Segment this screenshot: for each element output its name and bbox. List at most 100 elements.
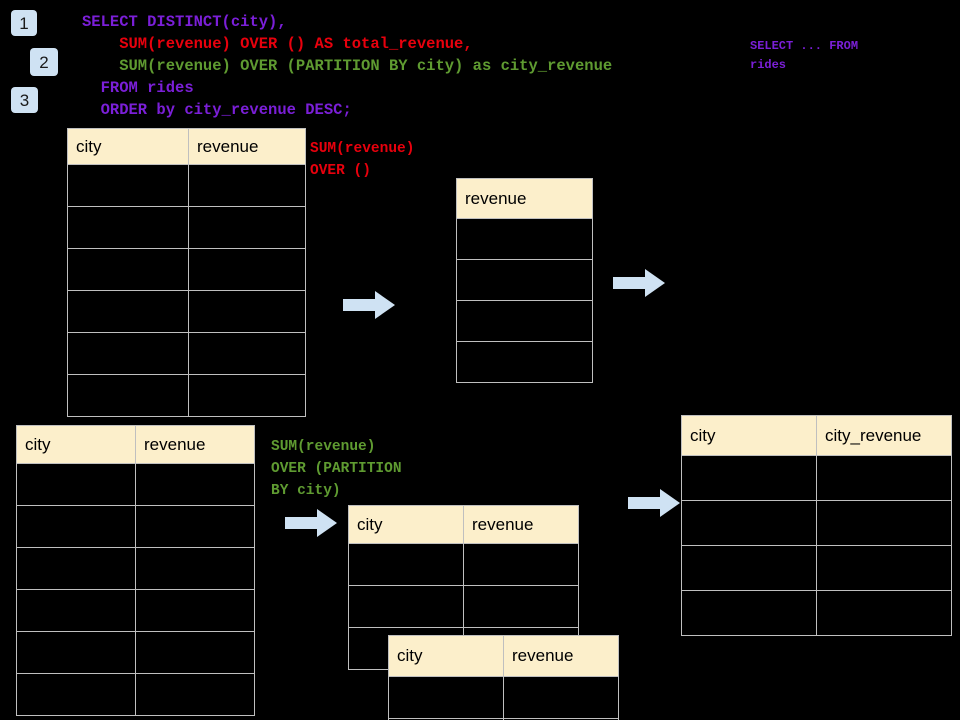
table-cell: [16, 463, 136, 506]
select-from-rides-note: SELECT ... FROM rides: [750, 39, 859, 72]
column-header-revenue: revenue: [503, 635, 619, 677]
table-row: [456, 300, 593, 342]
table-cell: [67, 332, 189, 375]
table-cell: [188, 374, 306, 417]
table-cell: [188, 290, 306, 333]
table-cell: [681, 545, 817, 591]
column-header-revenue: revenue: [135, 425, 255, 464]
step-badge-2: 2: [30, 48, 58, 76]
table-cell: [188, 206, 306, 249]
table-row: [388, 676, 619, 719]
table-cell: [348, 543, 464, 586]
column-header-city: city: [16, 425, 136, 464]
column-header-city_revenue: city_revenue: [816, 415, 952, 456]
table-cell: [135, 505, 255, 548]
table-cell: [135, 589, 255, 632]
table-row: [16, 589, 255, 632]
table-row: [456, 259, 593, 301]
table-cell: [135, 463, 255, 506]
table-row: [681, 455, 952, 501]
arrow-right-icon: [628, 489, 680, 517]
table-cell: [816, 500, 952, 546]
table-cell: [503, 718, 619, 720]
annotation-city-revenue: SUM(revenue) OVER (PARTITION BY city): [271, 439, 402, 499]
table-row: [16, 673, 255, 716]
table-row: [681, 500, 952, 546]
table-cell: [816, 590, 952, 636]
column-header-city: city: [681, 415, 817, 456]
table-header-row: revenue: [456, 178, 593, 219]
column-header-city: city: [348, 505, 464, 544]
column-header-revenue: revenue: [188, 128, 306, 165]
table-cell: [135, 631, 255, 674]
table-row: [388, 718, 619, 720]
arrow-right-icon: [343, 291, 395, 319]
table-cell: [16, 673, 136, 716]
table-row: [456, 341, 593, 383]
table-cell: [681, 455, 817, 501]
column-header-city: city: [67, 128, 189, 165]
arrow-to-total-revenue: [343, 290, 395, 320]
table-cell: [188, 332, 306, 375]
arrow-right-icon: [613, 269, 665, 297]
table-total-revenue-result: revenue: [456, 178, 593, 383]
table-cell: [67, 374, 189, 417]
table-cell: [135, 673, 255, 716]
table-row: [348, 585, 579, 628]
step-badge-1: 1: [11, 10, 37, 36]
sql-line-4: FROM rides: [82, 79, 194, 97]
table-cell: [681, 590, 817, 636]
column-header-revenue: revenue: [463, 505, 579, 544]
table-row: [681, 545, 952, 591]
table-cell: [188, 248, 306, 291]
table-cell: [463, 543, 579, 586]
table-row: [16, 547, 255, 590]
table-cell: [16, 631, 136, 674]
column-header-revenue: revenue: [456, 178, 593, 219]
sql-line-5: ORDER by city_revenue DESC;: [82, 101, 352, 119]
table-row: [681, 590, 952, 636]
table-cell: [67, 164, 189, 207]
table-cell: [135, 547, 255, 590]
sql-line-3: SUM(revenue) OVER (PARTITION BY city) as…: [82, 57, 613, 75]
table-cell: [188, 164, 306, 207]
table-cell: [16, 547, 136, 590]
table-row: [348, 543, 579, 586]
table-cell: [456, 218, 593, 260]
table-cell: [67, 206, 189, 249]
table-row: [16, 463, 255, 506]
arrow-partition-to-final: [628, 488, 680, 518]
table-cell: [456, 341, 593, 383]
table-cell: [503, 676, 619, 719]
table-row: [67, 332, 306, 375]
table-cell: [16, 505, 136, 548]
table-cell: [681, 500, 817, 546]
table-row: [67, 290, 306, 333]
table-row: [456, 218, 593, 260]
arrow-right-icon: [285, 509, 337, 537]
step-badge-3: 3: [11, 87, 38, 113]
table-cell: [816, 455, 952, 501]
table-cell: [67, 248, 189, 291]
arrow-to-partition: [285, 508, 337, 538]
table-row: [67, 248, 306, 291]
sql-line-1: SELECT DISTINCT(city),: [82, 13, 287, 31]
arrow-total-to-final: [613, 268, 665, 298]
annotation-total-revenue: SUM(revenue) OVER (): [310, 141, 415, 179]
sql-line-2: SUM(revenue) OVER () AS total_revenue,: [82, 35, 473, 53]
table-row: [67, 164, 306, 207]
table-row: [67, 374, 306, 417]
table-cell: [348, 585, 464, 628]
sql-query-code: SELECT DISTINCT(city), SUM(revenue) OVER…: [82, 11, 612, 121]
table-cell: [16, 589, 136, 632]
